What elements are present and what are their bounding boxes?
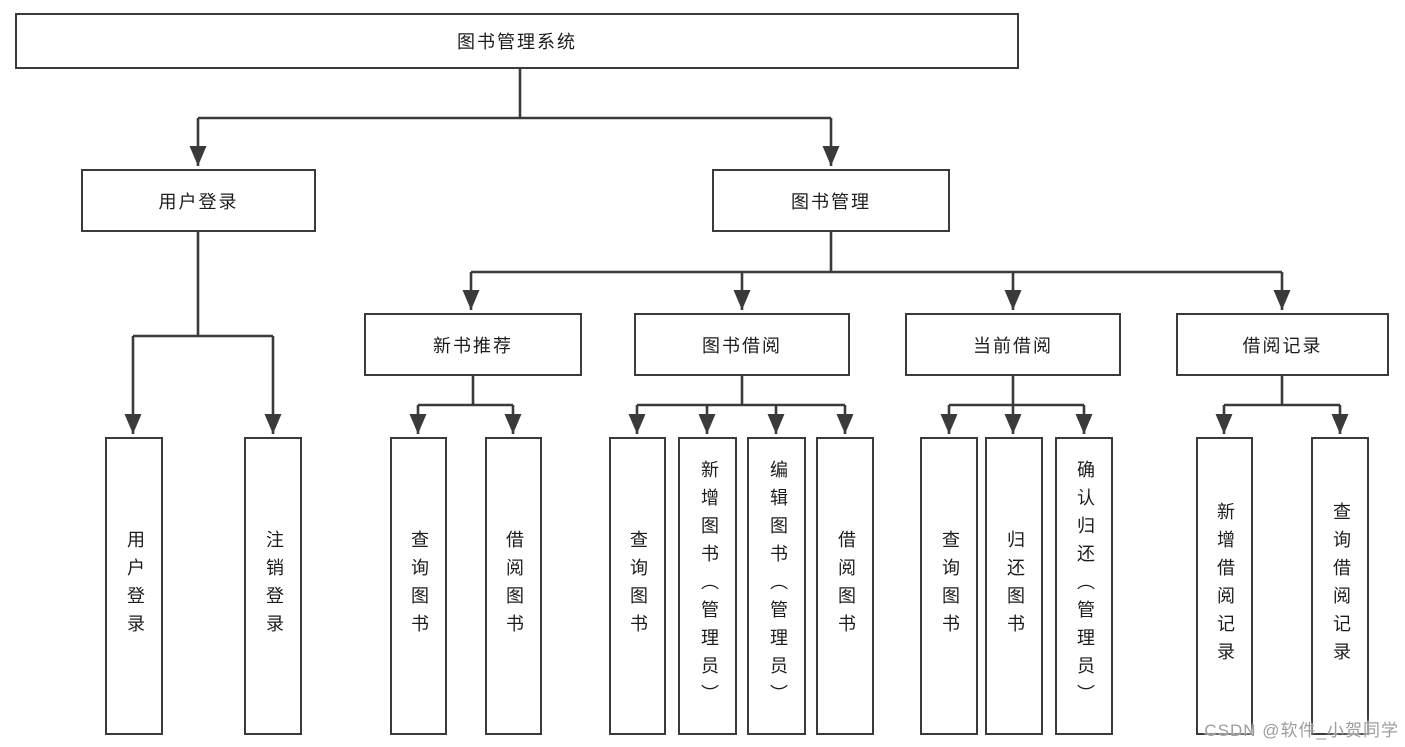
connector-root-stem [198,69,831,120]
leaf-query-books-recommend: 查询图书 [390,437,447,735]
node-user-login: 用户登录 [81,169,316,232]
watermark: CSDN @软件_小贺同学 [1204,721,1399,740]
node-new-book-recommend: 新书推荐 [364,313,582,376]
leaf-add-borrow-record: 新增借阅记录 [1196,437,1253,735]
leaf-user-login: 用户登录 [105,437,163,735]
leaf-logout: 注销登录 [244,437,302,735]
leaf-borrow-books-recommend: 借阅图书 [485,437,542,735]
leaf-query-borrow-record: 查询借阅记录 [1311,437,1369,735]
leaf-return-books: 归还图书 [985,437,1043,735]
leaf-borrow-books-borrow: 借阅图书 [816,437,874,735]
connector-new-book-recommend-stem [418,376,513,407]
leaf-edit-book-admin: 编辑图书（管理员） [747,437,806,735]
connector-borrow-records-stem [1224,376,1340,407]
node-root: 图书管理系统 [15,13,1019,69]
leaf-query-books-borrow: 查询图书 [609,437,666,735]
connector-current-borrow-stem [949,376,1084,407]
node-book-borrow: 图书借阅 [634,313,850,376]
leaf-confirm-return-admin: 确认归还（管理员） [1055,437,1113,735]
connector-book-management-stem [471,232,1282,274]
node-book-management: 图书管理 [712,169,950,232]
leaf-query-books-current: 查询图书 [920,437,978,735]
connector-book-borrow-stem [637,376,845,407]
leaf-add-book-admin: 新增图书（管理员） [678,437,737,735]
node-borrow-records: 借阅记录 [1176,313,1389,376]
node-current-borrow: 当前借阅 [905,313,1121,376]
connector-user-login-stem [133,232,273,338]
